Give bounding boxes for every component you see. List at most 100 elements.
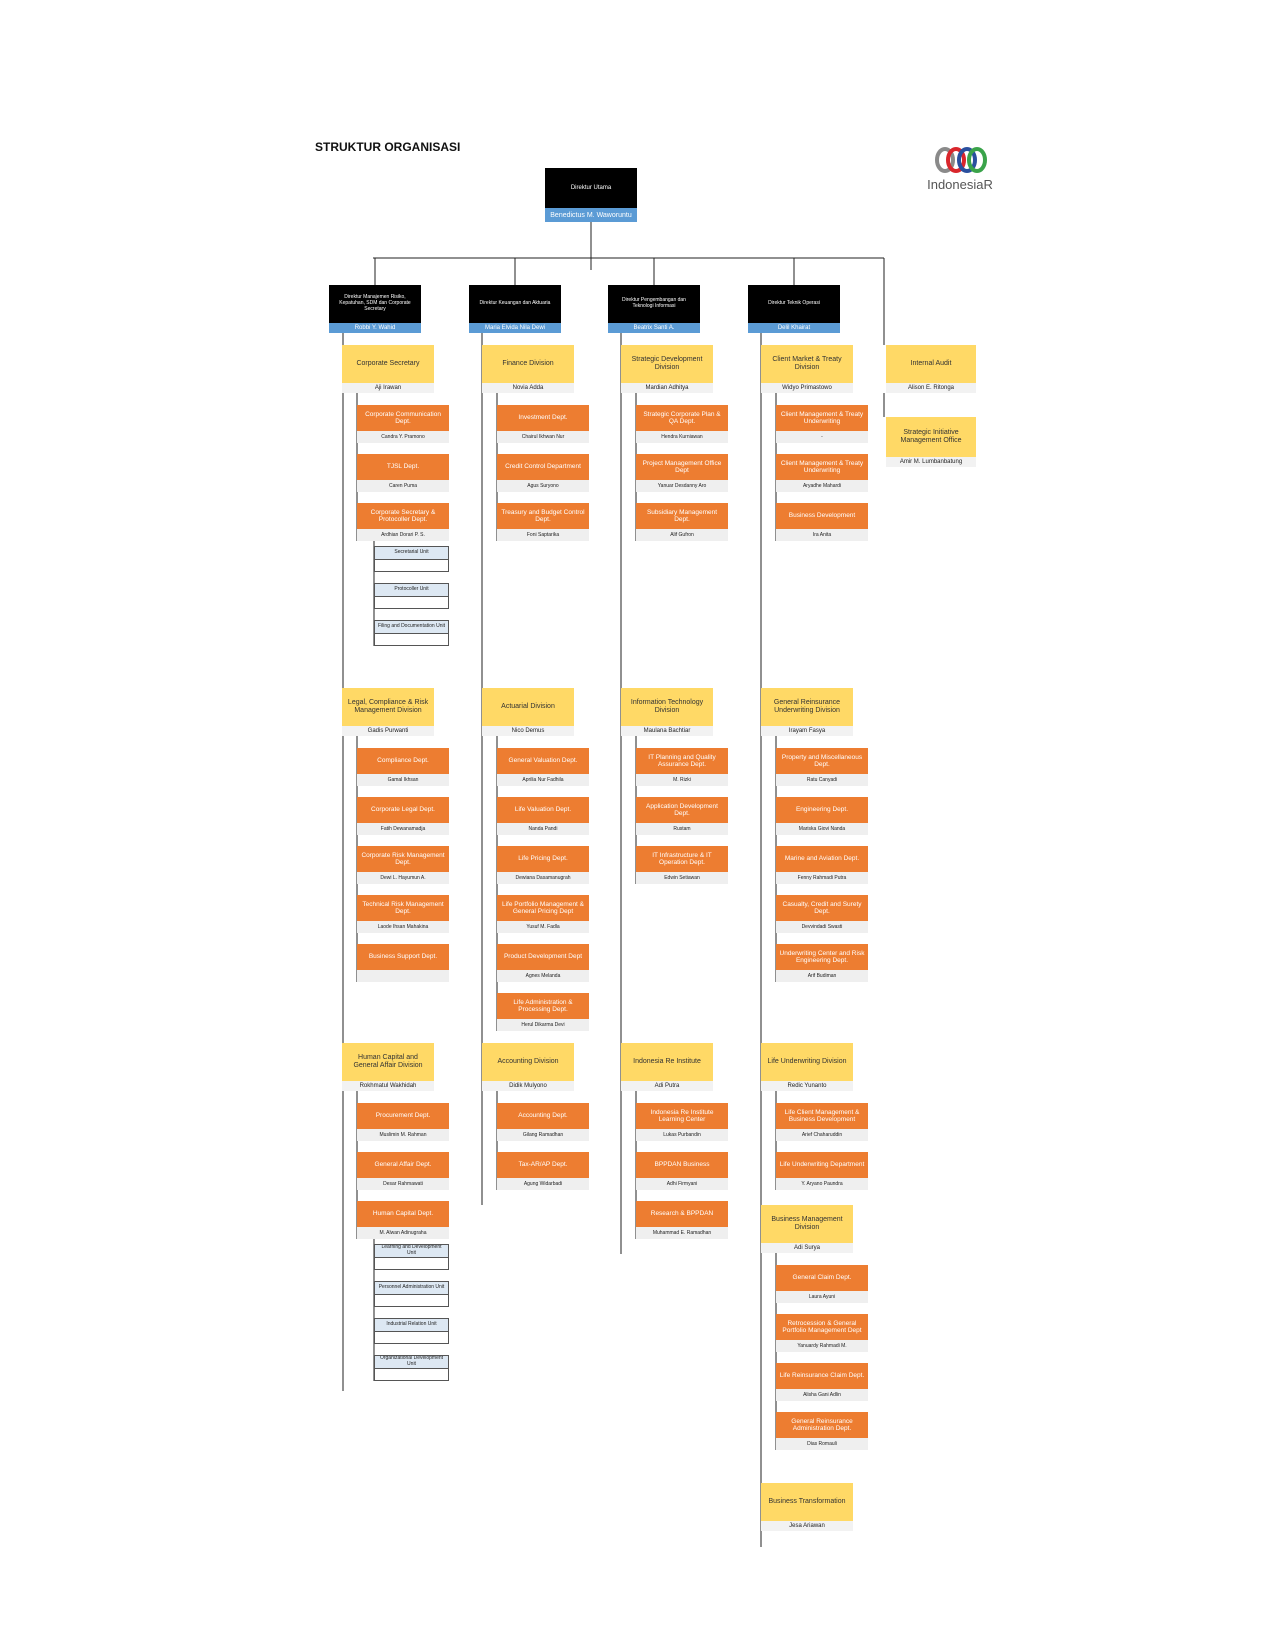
director-box: Direktur Pengembangan dan Teknologi Info… bbox=[608, 285, 700, 333]
department-box-title: Life Portfolio Management & General Pric… bbox=[497, 895, 589, 921]
department-box-title: Life Valuation Dept. bbox=[497, 797, 589, 823]
department-box-name: Desar Rahmawati bbox=[357, 1178, 449, 1190]
department-box-title: Corporate Legal Dept. bbox=[357, 797, 449, 823]
division-box-title: Indonesia Re Institute bbox=[621, 1043, 713, 1081]
unit-box-title: Industrial Relation Unit bbox=[375, 1319, 448, 1331]
department-box-title: TJSL Dept. bbox=[357, 454, 449, 480]
division-box-name: Adi Surya bbox=[761, 1243, 853, 1253]
unit-box: Secretarial Unit bbox=[374, 546, 449, 572]
department-box: Life Administration & Processing Dept.He… bbox=[497, 993, 589, 1031]
department-box-title: General Valuation Dept. bbox=[497, 748, 589, 774]
department-box-title: Retrocession & General Portfolio Managem… bbox=[776, 1314, 868, 1340]
department-box: General Claim Dept.Laura Ayuni bbox=[776, 1265, 868, 1303]
simo-box-title: Strategic Initiative Management Office bbox=[886, 417, 976, 457]
department-box: IT Planning and Quality Assurance Dept.M… bbox=[636, 748, 728, 786]
unit-box-name bbox=[375, 1368, 448, 1380]
director-box-name: Delil Khairat bbox=[748, 323, 840, 333]
division-box: General Reinsurance Underwriting Divisio… bbox=[761, 688, 853, 736]
unit-box-title: Learning and Development Unit bbox=[375, 1245, 448, 1257]
department-box-name: Aprilia Nur Fadhila bbox=[497, 774, 589, 786]
department-box-name: Foni Saptarika bbox=[497, 529, 589, 541]
department-box-name: Yanuardy Rahmadi M. bbox=[776, 1340, 868, 1352]
department-box: Corporate Secretary & Protocoller Dept.A… bbox=[357, 503, 449, 541]
division-box-title: Finance Division bbox=[482, 345, 574, 383]
unit-box: Industrial Relation Unit bbox=[374, 1318, 449, 1344]
division-box-title: Human Capital and General Affair Divisio… bbox=[342, 1043, 434, 1081]
department-box-name: Candra Y. Pramono bbox=[357, 431, 449, 443]
division-box-title: Life Underwriting Division bbox=[761, 1043, 853, 1081]
department-box-name: Fenny Rahmadi Putra bbox=[776, 872, 868, 884]
department-box: Life Pricing Dept.Dewiana Dasamanugrah bbox=[497, 846, 589, 884]
division-box-name: Widyo Primastowo bbox=[761, 383, 853, 393]
department-box: Compliance Dept.Gamal Ikhsan bbox=[357, 748, 449, 786]
department-box: Subsidiary Management Dept.Alif Gufron bbox=[636, 503, 728, 541]
unit-box: Personnel Administration Unit bbox=[374, 1281, 449, 1307]
department-box: Corporate Communication Dept.Candra Y. P… bbox=[357, 405, 449, 443]
department-box: Retrocession & General Portfolio Managem… bbox=[776, 1314, 868, 1352]
internal-audit-box-title: Internal Audit bbox=[886, 345, 976, 383]
department-box-title: General Reinsurance Administration Dept. bbox=[776, 1412, 868, 1438]
department-box: General Reinsurance Administration Dept.… bbox=[776, 1412, 868, 1450]
department-box: Tax-AR/AP Dept.Agung Widarbadi bbox=[497, 1152, 589, 1190]
department-box-name: Gilang Ramadhan bbox=[497, 1129, 589, 1141]
division-box-name: Jesa Ariawan bbox=[761, 1521, 853, 1531]
department-box-name: Alisha Gani Adlin bbox=[776, 1389, 868, 1401]
department-box-name: Dewi L. Hayumun A. bbox=[357, 872, 449, 884]
division-box-name: Didik Mulyono bbox=[482, 1081, 574, 1091]
unit-box-title: Personnel Administration Unit bbox=[375, 1282, 448, 1294]
department-box-name: Agnes Melanda bbox=[497, 970, 589, 982]
department-box-name: Yusuf M. Fadla bbox=[497, 921, 589, 933]
department-box-name: - bbox=[776, 431, 868, 443]
department-box-title: Property and Miscellaneous Dept. bbox=[776, 748, 868, 774]
department-box-title: Life Administration & Processing Dept. bbox=[497, 993, 589, 1019]
department-box-name: Aryadhe Mahardi bbox=[776, 480, 868, 492]
department-box-name bbox=[357, 970, 449, 982]
division-box-name: Aji Irawan bbox=[342, 383, 434, 393]
division-box: Human Capital and General Affair Divisio… bbox=[342, 1043, 434, 1091]
department-box-title: Strategic Corporate Plan & QA Dept. bbox=[636, 405, 728, 431]
division-box-title: Business Management Division bbox=[761, 1205, 853, 1243]
division-box-name: Nico Demus bbox=[482, 726, 574, 736]
division-box-title: Strategic Development Division bbox=[621, 345, 713, 383]
department-box-title: Application Development Dept. bbox=[636, 797, 728, 823]
department-box-title: Client Management & Treaty Underwriting bbox=[776, 405, 868, 431]
department-box-title: IT Infrastructure & IT Operation Dept. bbox=[636, 846, 728, 872]
department-box: Life Reinsurance Claim Dept.Alisha Gani … bbox=[776, 1363, 868, 1401]
department-box: Application Development Dept.Rustam bbox=[636, 797, 728, 835]
director-box: Direktur Manajemen Risiko, Kepatuhan, SD… bbox=[329, 285, 421, 333]
department-box-name: Ira Anita bbox=[776, 529, 868, 541]
department-box: Investment Dept.Chairul Ikhwan Nur bbox=[497, 405, 589, 443]
unit-box-name bbox=[375, 596, 448, 608]
department-box: Corporate Risk Management Dept.Dewi L. H… bbox=[357, 846, 449, 884]
department-box-name: Devvindadi Swasti bbox=[776, 921, 868, 933]
department-box-title: Technical Risk Management Dept. bbox=[357, 895, 449, 921]
direktur-utama-box-title: Direktur Utama bbox=[545, 168, 637, 208]
division-box-name: Novia Adda bbox=[482, 383, 574, 393]
department-box-title: Underwriting Center and Risk Engineering… bbox=[776, 944, 868, 970]
department-box-name: Ratu Canyadi bbox=[776, 774, 868, 786]
department-box-name: Nanda Pandi bbox=[497, 823, 589, 835]
department-box-title: Casualty, Credit and Surety Dept. bbox=[776, 895, 868, 921]
director-box-title: Direktur Manajemen Risiko, Kepatuhan, SD… bbox=[329, 285, 421, 323]
department-box-name: Dewiana Dasamanugrah bbox=[497, 872, 589, 884]
division-box-title: Legal, Compliance & Risk Management Divi… bbox=[342, 688, 434, 726]
department-box-title: Corporate Risk Management Dept. bbox=[357, 846, 449, 872]
department-box: IT Infrastructure & IT Operation Dept.Ed… bbox=[636, 846, 728, 884]
unit-box-name bbox=[375, 1331, 448, 1343]
department-box-title: Corporate Secretary & Protocoller Dept. bbox=[357, 503, 449, 529]
department-box-name: Adhi Firmyani bbox=[636, 1178, 728, 1190]
department-box-title: Subsidiary Management Dept. bbox=[636, 503, 728, 529]
department-box: Treasury and Budget Control Dept.Foni Sa… bbox=[497, 503, 589, 541]
logo-rings-icon bbox=[935, 147, 987, 173]
division-box-name: Maulana Bachtiar bbox=[621, 726, 713, 736]
department-box: TJSL Dept.Caren Puma bbox=[357, 454, 449, 492]
